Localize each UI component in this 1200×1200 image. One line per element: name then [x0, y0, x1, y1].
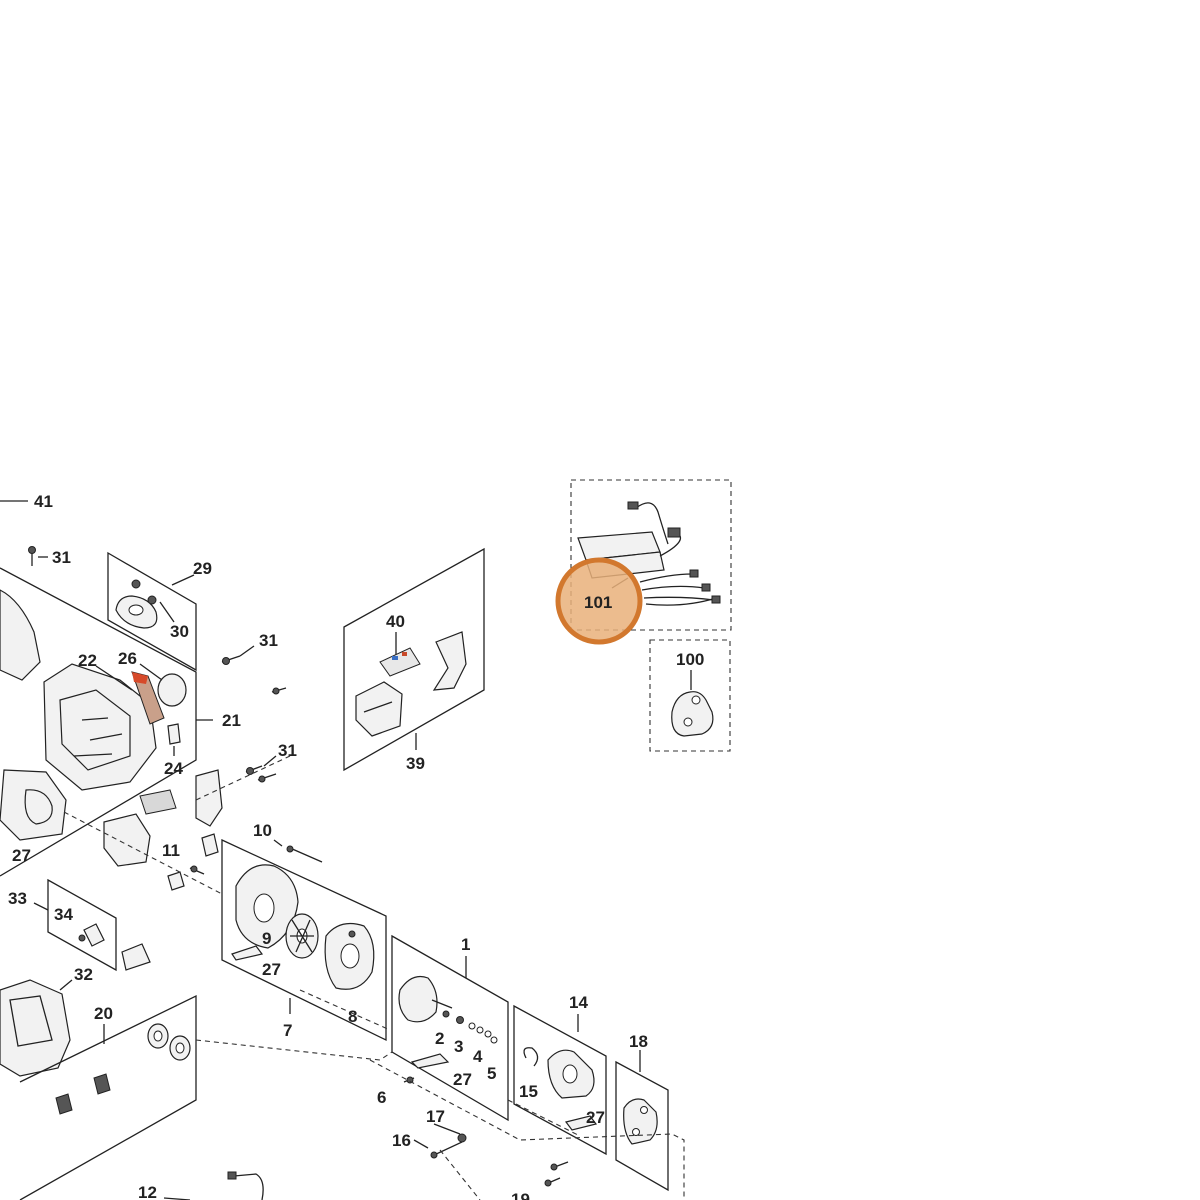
- callout-39: 39: [406, 754, 425, 773]
- callout-4: 4: [473, 1047, 483, 1066]
- group-box-20: [19, 994, 197, 1200]
- group-box-14: [513, 1004, 607, 1156]
- callout-6: 6: [377, 1088, 386, 1107]
- callout-11: 11: [162, 841, 180, 860]
- callout-31c: 31: [278, 741, 297, 760]
- group-box-33: [33, 878, 151, 972]
- callout-101: 101: [584, 593, 612, 612]
- callout-19: 19: [511, 1190, 530, 1200]
- callout-27c: 27: [453, 1070, 472, 1089]
- cable-part-12: [163, 1171, 264, 1200]
- group-box-1: [391, 934, 509, 1122]
- callout-40: 40: [386, 612, 405, 631]
- callout-32: 32: [74, 965, 93, 984]
- callout-41: 41: [34, 492, 53, 511]
- highlight-ring: [555, 557, 643, 645]
- group-box-21: [0, 567, 223, 877]
- callout-9: 9: [262, 929, 271, 948]
- callout-34: 34: [54, 905, 73, 924]
- callout-26: 26: [118, 649, 137, 668]
- callout-22: 22: [78, 651, 97, 670]
- kit-101-box: [570, 479, 732, 631]
- group-box-18: [615, 1050, 669, 1192]
- bolt-16-17: [413, 1123, 569, 1187]
- group-box-39: [343, 547, 485, 772]
- group-box-7: [167, 833, 387, 1042]
- callout-100: 100: [676, 650, 704, 669]
- assembly-lines: [63, 755, 685, 1200]
- clamp-part-100: [671, 670, 714, 737]
- callout-20: 20: [94, 1004, 113, 1023]
- callout-8: 8: [348, 1007, 357, 1026]
- callout-31a: 31: [52, 548, 71, 567]
- callout-5: 5: [487, 1064, 496, 1083]
- callout-10: 10: [253, 821, 272, 840]
- callout-15: 15: [519, 1082, 538, 1101]
- callout-27a: 27: [12, 846, 31, 865]
- callout-2: 2: [435, 1029, 444, 1048]
- kit-100-box: [649, 639, 731, 752]
- callout-33: 33: [8, 889, 27, 908]
- screw-31-top: [28, 546, 48, 566]
- callout-27d: 27: [586, 1108, 605, 1127]
- callout-1: 1: [461, 935, 470, 954]
- callout-29: 29: [193, 559, 212, 578]
- callout-21: 21: [222, 711, 241, 730]
- tank-part-32: [0, 979, 73, 1077]
- callout-14: 14: [569, 993, 588, 1012]
- callout-17: 17: [426, 1107, 445, 1126]
- callout-30: 30: [170, 622, 189, 641]
- screw-31-low: [245, 755, 277, 783]
- callout-27b: 27: [262, 960, 281, 979]
- group-box-29: [107, 551, 197, 672]
- callout-18: 18: [629, 1032, 648, 1051]
- callout-12: 12: [138, 1183, 157, 1200]
- screw-31-mid: [221, 645, 287, 695]
- callout-7: 7: [283, 1021, 292, 1040]
- callout-24: 24: [164, 759, 183, 778]
- callout-3: 3: [454, 1037, 463, 1056]
- callout-31b: 31: [259, 631, 278, 650]
- callout-16: 16: [392, 1131, 411, 1150]
